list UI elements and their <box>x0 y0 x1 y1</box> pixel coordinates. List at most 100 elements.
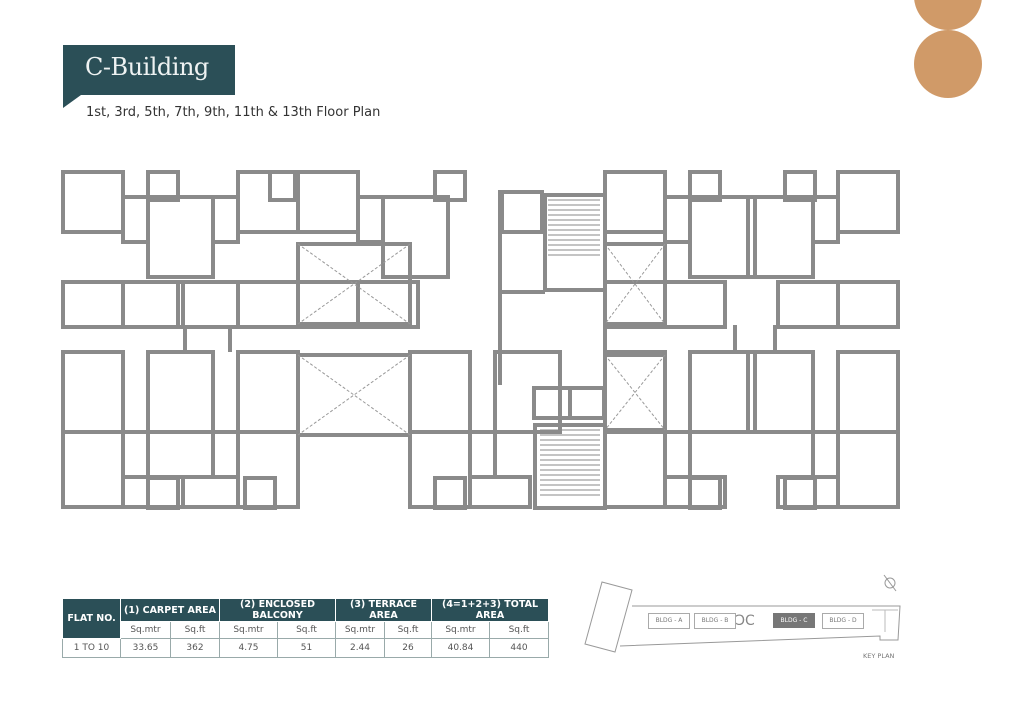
room-wall <box>603 170 667 234</box>
void-cross-line <box>297 354 411 436</box>
open-void <box>296 353 412 437</box>
title-banner-shape <box>63 45 235 108</box>
duct <box>783 476 817 510</box>
room-wall <box>211 430 240 479</box>
flat-no-cell: 1 TO 10 <box>62 638 121 658</box>
room-wall <box>746 350 815 434</box>
room-wall <box>663 195 692 244</box>
room-wall <box>146 195 215 279</box>
unit-cell: Sq.ft <box>170 621 220 639</box>
header-terrace: (3) TERRACE AREA <box>335 598 432 622</box>
room-wall <box>236 280 300 329</box>
room-wall <box>603 430 667 509</box>
open-void <box>296 242 412 326</box>
duct <box>268 170 297 202</box>
title-banner: C-Building <box>63 45 235 108</box>
room-wall <box>381 195 450 279</box>
key-plan: ƆC BLDG - A BLDG - B BLDG - C BLDG - D K… <box>580 570 910 665</box>
header-balcony: (2) ENCLOSED BALCONY <box>219 598 336 622</box>
room-wall <box>811 195 840 244</box>
key-plan-label: KEY PLAN <box>863 652 895 660</box>
room-wall <box>688 195 757 279</box>
room-wall <box>121 195 150 244</box>
void-cross-line <box>604 354 666 431</box>
room-wall <box>146 195 215 279</box>
room-wall <box>468 475 532 509</box>
duct <box>688 170 722 202</box>
header-total: (4=1+2+3) TOTAL AREA <box>431 598 549 622</box>
room-wall <box>176 475 240 509</box>
lift <box>568 386 606 420</box>
void-cross-line <box>604 243 666 325</box>
bldg-b-box: BLDG - B <box>694 613 736 629</box>
unit-cell: Sq.ft <box>384 621 432 639</box>
table-row: 1 TO 10 33.65 362 4.75 51 2.44 26 40.84 … <box>62 638 549 658</box>
svg-text:ƆC: ƆC <box>735 613 755 629</box>
staircase-bottom <box>533 423 607 510</box>
room-wall <box>776 280 840 329</box>
floor-plan-drawing <box>61 170 900 510</box>
room-wall <box>176 280 240 329</box>
room-wall <box>121 280 185 329</box>
area-table: FLAT NO. (1) CARPET AREA (2) ENCLOSED BA… <box>62 598 549 658</box>
value-cell: 4.75 <box>219 638 278 658</box>
unit-cell: Sq.ft <box>277 621 336 639</box>
bldg-c-box-highlighted: BLDG - C <box>773 613 815 628</box>
value-cell: 362 <box>170 638 220 658</box>
void-cross-line <box>297 243 411 325</box>
void-cross-line <box>604 354 666 431</box>
value-cell: 26 <box>384 638 432 658</box>
room-wall <box>663 430 692 479</box>
unit-cell: Sq.mtr <box>335 621 385 639</box>
room-wall <box>746 195 815 279</box>
lift <box>500 190 544 234</box>
room-wall <box>146 350 215 434</box>
room-wall <box>121 475 185 509</box>
page-subtitle: 1st, 3rd, 5th, 7th, 9th, 11th & 13th Flo… <box>86 105 381 120</box>
value-cell: 40.84 <box>431 638 490 658</box>
page-title: C-Building <box>85 53 209 81</box>
duct <box>433 476 467 510</box>
unit-cell: Sq.mtr <box>120 621 171 639</box>
value-cell: 51 <box>277 638 336 658</box>
value-cell: 440 <box>489 638 549 658</box>
lift <box>532 386 572 420</box>
room-wall <box>663 475 727 509</box>
duct <box>783 170 817 202</box>
duct <box>146 476 180 510</box>
void-cross-line <box>297 243 411 325</box>
duct <box>688 476 722 510</box>
header-flat-no: FLAT NO. <box>62 598 121 639</box>
room-wall <box>408 350 472 434</box>
room-wall <box>836 350 900 434</box>
void-cross-line <box>297 354 411 436</box>
bldg-a-box: BLDG - A <box>648 613 690 629</box>
room-wall <box>811 430 840 479</box>
room-wall <box>356 280 420 329</box>
room-wall <box>121 430 150 479</box>
duct <box>243 476 277 510</box>
room-wall <box>61 280 125 329</box>
room-wall <box>688 350 757 434</box>
room-wall <box>61 350 125 434</box>
room-wall <box>356 195 385 244</box>
room-wall <box>211 195 240 244</box>
room-wall <box>61 170 125 234</box>
unit-cell: Sq.mtr <box>219 621 278 639</box>
bldg-d-box: BLDG - D <box>822 613 864 629</box>
unit-cell: Sq.mtr <box>431 621 490 639</box>
room-wall <box>836 280 900 329</box>
duct <box>433 170 467 202</box>
room-wall <box>493 350 562 434</box>
room-wall <box>603 280 667 329</box>
duct <box>146 170 180 202</box>
room-wall <box>236 350 300 434</box>
decorative-circle <box>914 30 982 98</box>
staircase-top <box>543 193 607 292</box>
room-wall <box>146 350 215 434</box>
value-cell: 2.44 <box>335 638 385 658</box>
room-wall <box>408 430 472 509</box>
room-wall <box>468 430 497 479</box>
room-wall <box>296 170 360 234</box>
